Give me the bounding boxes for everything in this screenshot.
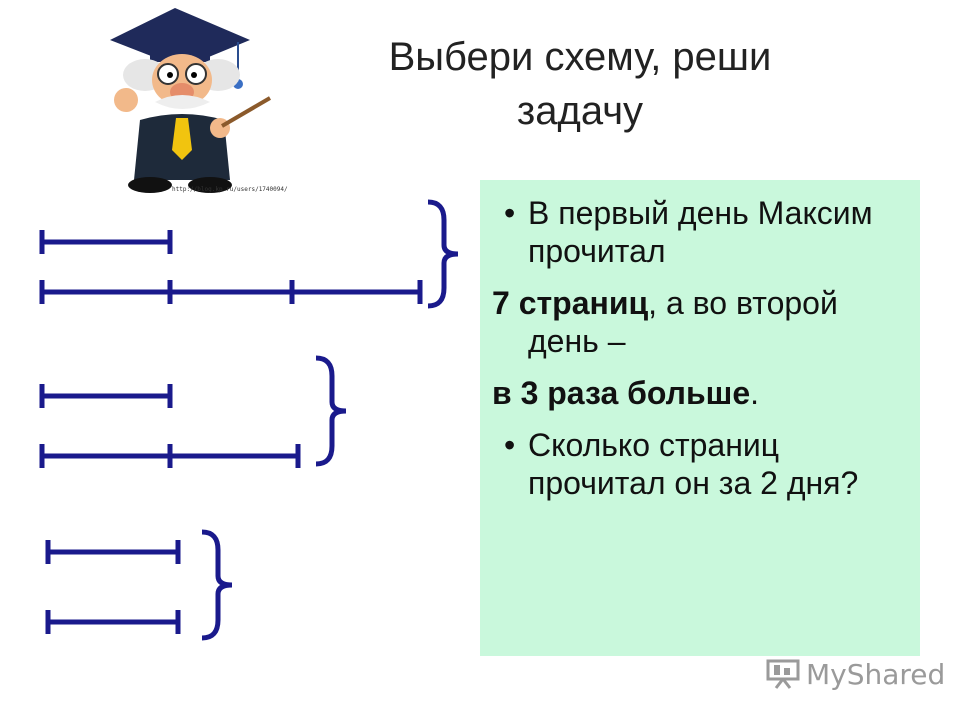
brace-1	[427, 199, 459, 309]
logo-text: MyShared	[806, 657, 946, 691]
problem-line-2: 7 страниц, а во второй день –	[492, 285, 838, 359]
image-source-note: http://blog.kp.ru/users/1740094/	[172, 186, 288, 193]
scheme-3[interactable]	[45, 529, 233, 641]
problem-line-1: В первый день Максим прочитал	[492, 194, 900, 270]
presentation-icon	[766, 659, 800, 689]
title-line-1: Выбери схему, реши	[388, 35, 772, 79]
brace-3	[201, 529, 233, 641]
scheme-1[interactable]	[39, 199, 459, 309]
scheme-2[interactable]	[39, 355, 347, 468]
problem-question: Сколько страниц прочитал он за 2 дня?	[492, 426, 900, 502]
problem-bold-times: в 3 раза больше	[492, 375, 751, 411]
problem-text-box: В первый день Максим прочитал 7 страниц,…	[480, 180, 920, 656]
slide-title: Выбери схему, реши задачу	[320, 30, 840, 138]
myshared-logo: MyShared	[766, 656, 945, 692]
problem-bold-pages: 7 страниц	[492, 285, 649, 321]
professor-illustration	[110, 8, 272, 193]
problem-line-3: в 3 раза больше.	[492, 375, 760, 411]
brace-2	[315, 355, 347, 467]
scheme-diagrams	[39, 199, 459, 641]
title-line-2: задачу	[516, 89, 644, 133]
